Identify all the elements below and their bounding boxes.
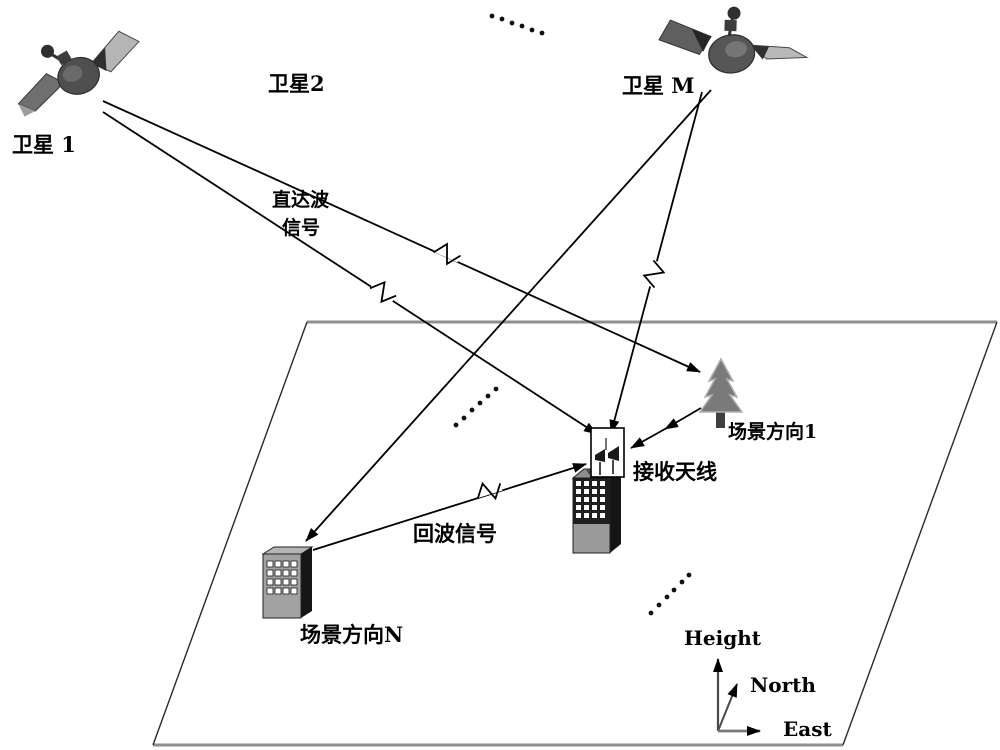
coordinate-axes [713,658,761,736]
plane-right-edge [842,321,998,746]
tree-icon [698,357,744,428]
break-mark-icon [431,240,462,267]
signal-line-sat1-to-scene1 [102,100,701,373]
east-axis-label: East [783,717,832,741]
satellite-1-icon [17,30,140,117]
ground-plane [152,320,998,747]
scene-building-n-icon [261,546,314,619]
ellipsis-dots-middle [453,386,499,428]
ellipsis-dots-top [489,13,545,36]
north-axis-label: North [750,673,816,697]
echo-line-scene1-to-antenna [630,407,702,449]
satellite-1-label: 卫星 1 [12,132,76,157]
ellipsis-dots-bottom [648,572,692,616]
building-windows [266,560,298,595]
plane-left-edge [152,321,308,746]
satellite-m-label: 卫星 M [622,73,695,98]
satellite-m-icon [658,6,809,74]
signal-lines [102,89,712,551]
direct-wave-label-line1: 直达波 [272,188,330,211]
echo-line-sceneN-to-antenna [312,463,587,551]
break-mark-icon [474,479,504,504]
scene-direction-n-label: 场景方向N [300,622,403,647]
height-axis-label: Height [684,626,762,650]
north-axis [717,683,738,732]
break-mark-icon [642,259,666,289]
receiving-antenna-icon [590,427,625,478]
satellite-2-label: 卫星2 [268,71,325,96]
direct-wave-label-line2: 信号 [282,216,320,239]
building-windows [576,481,605,518]
signal-line-sat1-to-antenna [102,111,598,435]
receiver-building-icon [571,427,625,554]
signal-line-satm-to-sceneN [305,89,712,542]
scene-direction-1-label: 场景方向1 [728,420,817,443]
echo-signal-label: 回波信号 [413,521,497,546]
receiving-antenna-label: 接收天线 [633,459,717,484]
